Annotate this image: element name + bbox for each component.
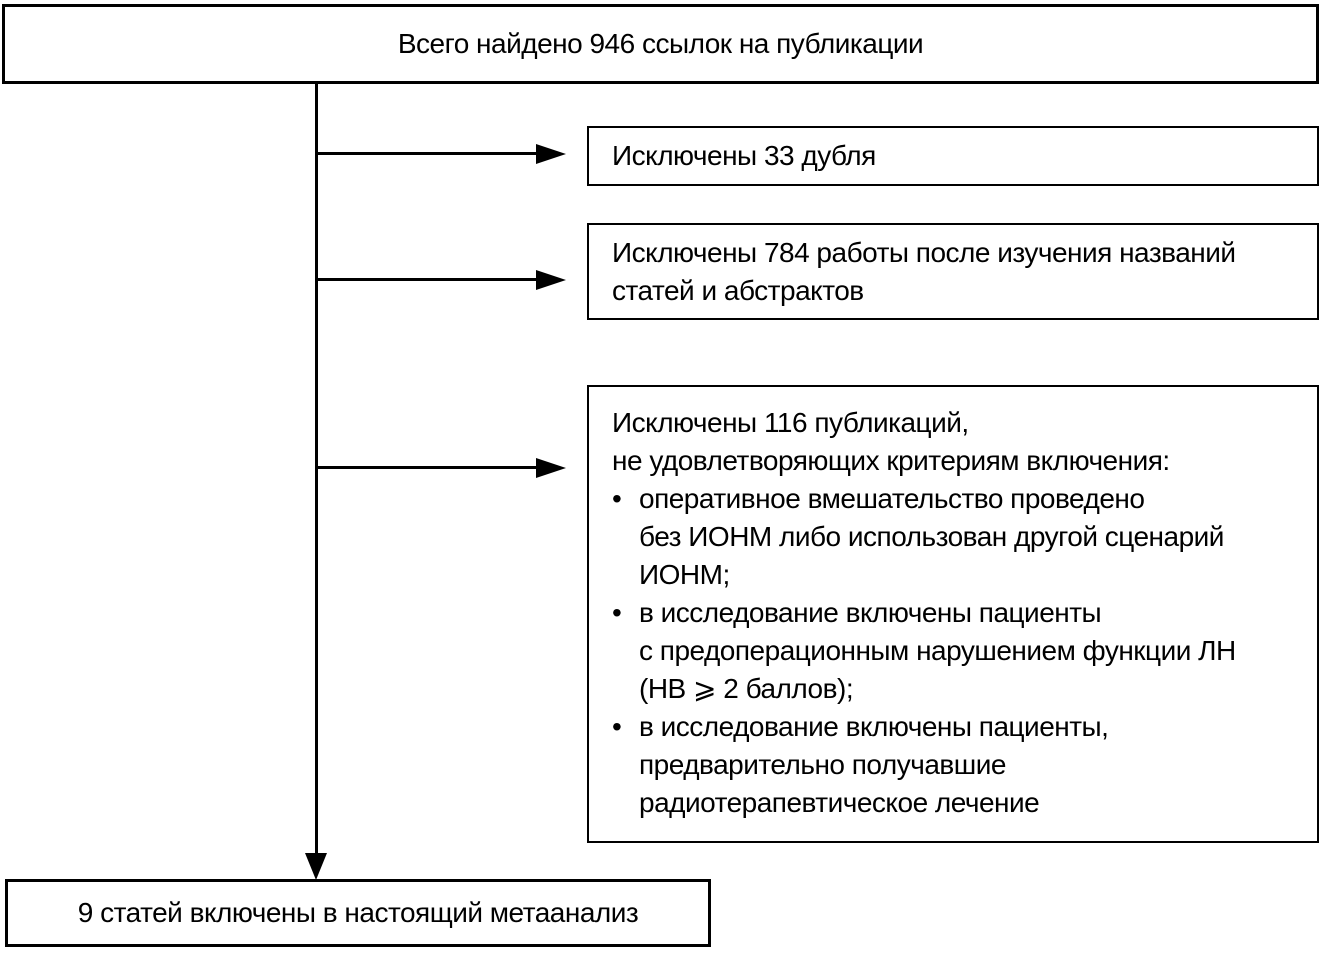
- node-excluded-titles-abstracts-label: Исключены 784 работы после изучения назв…: [612, 236, 1236, 306]
- connector-branch-2: [316, 278, 536, 281]
- criteria-bullet-item: • в исследование включены пациенты с пре…: [612, 594, 1294, 708]
- connector-branch-3: [316, 466, 536, 469]
- node-excluded-duplicates: Исключены 33 дубля: [587, 126, 1319, 186]
- node-included-articles: 9 статей включены в настоящий метаанализ: [5, 879, 711, 947]
- connector-main-vline: [315, 84, 318, 856]
- node-excluded-criteria-header: Исключены 116 публикаций, не удовлетворя…: [612, 407, 1170, 476]
- node-included-articles-label: 9 статей включены в настоящий метаанализ: [77, 897, 639, 928]
- criteria-bullet-text: оперативное вмешательство проведено без …: [639, 483, 1224, 590]
- bullet-icon: •: [612, 483, 622, 514]
- node-total-references-label: Всего найдено 946 ссылок на публикации: [397, 28, 924, 59]
- node-excluded-criteria: Исключены 116 публикаций, не удовлетворя…: [587, 385, 1319, 843]
- bullet-icon: •: [612, 597, 622, 628]
- arrowhead-right-icon: [536, 270, 566, 290]
- criteria-bullet-text: в исследование включены пациенты, предва…: [639, 711, 1109, 818]
- criteria-bullet-text: в исследование включены пациенты с предо…: [639, 597, 1236, 704]
- bullet-icon: •: [612, 711, 622, 742]
- arrowhead-right-icon: [536, 144, 566, 164]
- criteria-bullet-item: • оперативное вмешательство проведено бе…: [612, 480, 1294, 594]
- node-total-references: Всего найдено 946 ссылок на публикации: [2, 4, 1319, 84]
- criteria-bullet-item: • в исследование включены пациенты, пред…: [612, 708, 1294, 822]
- arrowhead-down-icon: [305, 853, 327, 880]
- node-excluded-titles-abstracts: Исключены 784 работы после изучения назв…: [587, 223, 1319, 320]
- connector-branch-1: [316, 152, 536, 155]
- arrowhead-right-icon: [536, 458, 566, 478]
- node-excluded-duplicates-label: Исключены 33 дубля: [612, 140, 876, 171]
